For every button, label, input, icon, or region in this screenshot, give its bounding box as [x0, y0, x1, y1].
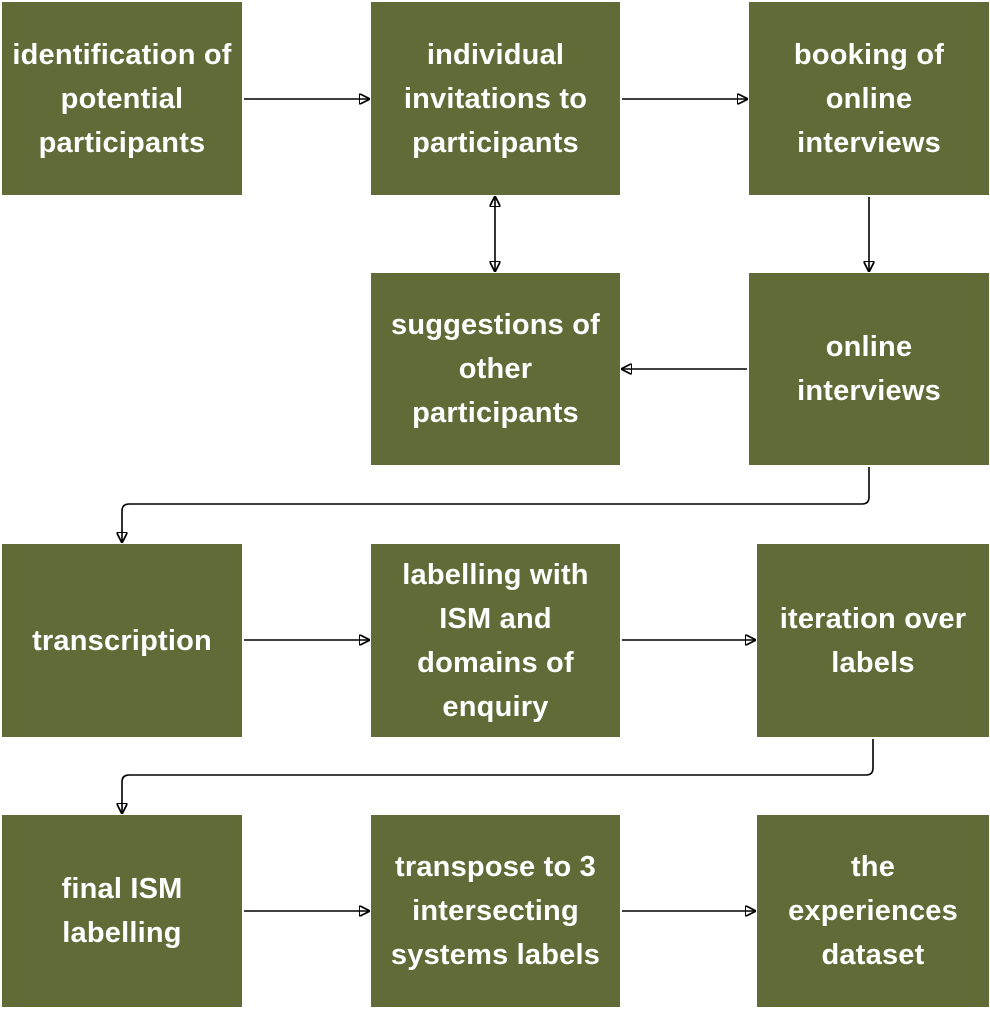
node-final-ism-labelling: final ISM labelling — [2, 815, 242, 1007]
node-label: labelling with ISM and domains of enquir… — [402, 558, 589, 723]
node-label: transcription — [32, 624, 212, 657]
arrow-interviews-to-transcription — [122, 467, 870, 542]
node-online-interviews: online interviews — [749, 273, 989, 465]
node-label: suggestions of other participants — [390, 309, 601, 429]
node-suggestions-of-other-participants: suggestions of other participants — [371, 273, 620, 465]
node-label: individual invitations to participants — [403, 38, 588, 159]
node-label: identification of potential participants — [12, 38, 232, 159]
node-iteration-over-labels: iteration over labels — [757, 544, 989, 737]
arrow-iteration-to-final — [122, 739, 874, 813]
node-the-experiences-dataset: the experiences dataset — [757, 815, 989, 1007]
node-label: online interviews — [797, 331, 941, 407]
node-label: final ISM labelling — [61, 873, 183, 949]
node-identification-of-potential-participants: identification of potential participants — [2, 2, 242, 195]
node-label: booking of online interviews — [793, 38, 945, 159]
node-labelling-with-ism: labelling with ISM and domains of enquir… — [371, 544, 620, 737]
node-label: the experiences dataset — [788, 851, 958, 971]
node-label: transpose to 3 intersecting systems labe… — [390, 851, 601, 971]
node-label: iteration over labels — [779, 602, 967, 679]
node-booking-of-online-interviews: booking of online interviews — [749, 2, 989, 195]
node-individual-invitations: individual invitations to participants — [371, 2, 620, 195]
node-transcription: transcription — [2, 544, 242, 737]
node-transpose-to-intersecting-systems: transpose to 3 intersecting systems labe… — [371, 815, 620, 1007]
